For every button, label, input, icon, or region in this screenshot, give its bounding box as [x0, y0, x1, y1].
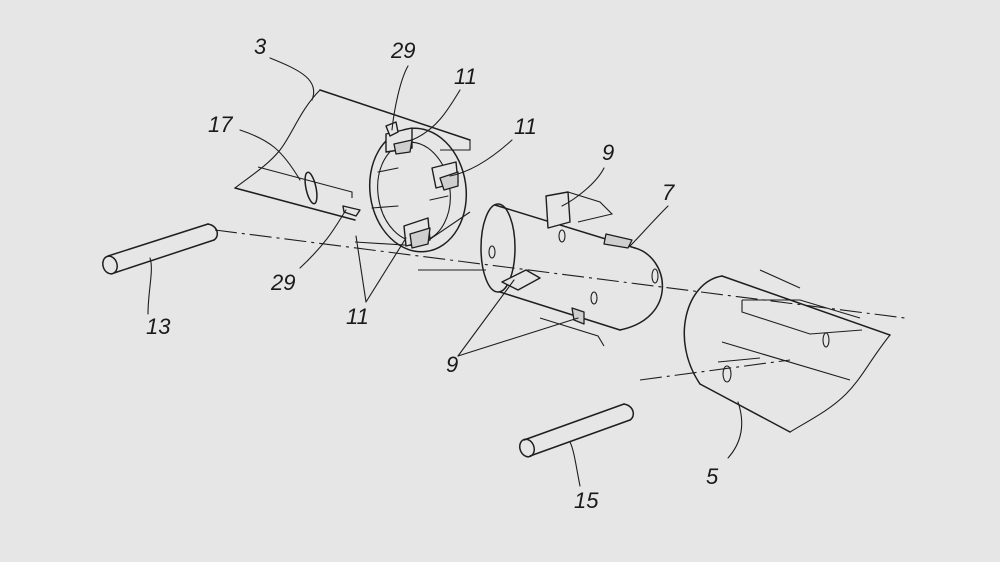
leader-11-a [411, 89, 461, 141]
reference-numerals: 3 17 29 11 11 29 11 9 7 9 13 15 5 [146, 34, 719, 513]
tab-bottom [501, 269, 541, 291]
leader-3 [269, 57, 315, 101]
label-13: 13 [146, 314, 171, 339]
label-9-bottom: 9 [446, 352, 458, 377]
leader-11-b [449, 139, 513, 177]
label-5: 5 [706, 464, 719, 489]
label-15: 15 [574, 488, 599, 513]
leader-29-bottom [299, 209, 347, 269]
leader-5 [727, 401, 743, 459]
label-11-a: 11 [454, 64, 477, 89]
leader-15 [569, 441, 581, 487]
leader-9-bottom [457, 279, 579, 357]
leader-17 [239, 129, 301, 181]
label-29-top: 29 [390, 38, 415, 63]
label-11-c: 11 [346, 304, 369, 329]
leader-lines [147, 57, 743, 487]
label-7: 7 [662, 180, 675, 205]
leader-7 [629, 205, 669, 247]
left-pin [102, 223, 219, 275]
leader-29-top [391, 65, 409, 131]
right-pin [518, 403, 635, 458]
label-17: 17 [208, 112, 233, 137]
leader-11-c [355, 235, 407, 303]
label-3: 3 [254, 34, 267, 59]
label-11-b: 11 [514, 114, 537, 139]
leader-9-top [561, 167, 605, 207]
inner-cylinder [418, 191, 664, 347]
label-29-bottom: 29 [270, 270, 295, 295]
left-tube-flaps [342, 121, 459, 249]
right-tube [683, 269, 891, 433]
stop-bottom [342, 205, 361, 217]
center-axis [214, 229, 906, 381]
leader-13 [147, 257, 152, 315]
tab-top [545, 191, 571, 229]
label-9-top: 9 [602, 140, 614, 165]
